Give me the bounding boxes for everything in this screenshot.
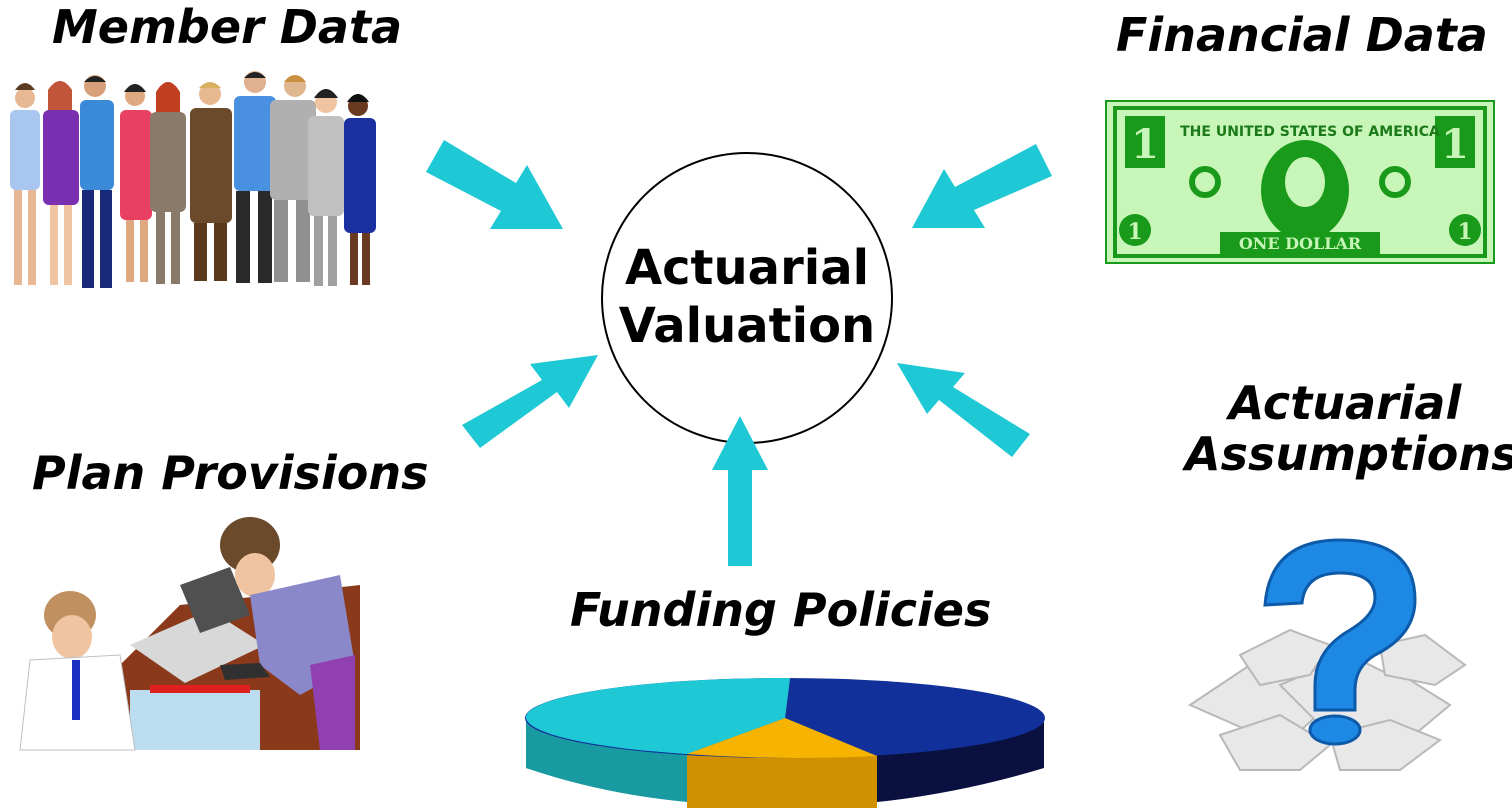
dollar-bill-icon: 1 1 1 1 THE UNITED STATES OF AMERICA ONE… — [1105, 100, 1495, 264]
center-line2: Valuation — [618, 298, 876, 354]
arrow-funding-policies — [712, 416, 768, 566]
member-data-label: Member Data — [52, 0, 402, 54]
center-line1: Actuarial — [624, 240, 870, 297]
actuarial-assumptions-label: Actuarial Assumptions — [1185, 376, 1512, 481]
people-group-icon — [10, 71, 376, 288]
arrow-plan-provisions — [462, 355, 598, 448]
question-puzzle-icon — [1187, 538, 1467, 771]
actuarial-assumptions-line2: Assumptions — [1185, 426, 1512, 481]
arrow-actuarial-assumptions — [897, 363, 1030, 457]
arrow-financial-data — [912, 144, 1052, 228]
bill-corner-tl: 1 — [1131, 121, 1159, 168]
actuarial-assumptions-line1: Actuarial — [1228, 376, 1462, 430]
office-workers-icon — [19, 517, 360, 751]
plan-provisions-label: Plan Provisions — [32, 446, 429, 500]
bill-corner-tr: 1 — [1441, 121, 1469, 168]
bill-footer: ONE DOLLAR — [1239, 234, 1362, 253]
funding-policies-label: Funding Policies — [570, 583, 992, 637]
pie-chart-icon — [525, 677, 1045, 808]
bill-corner-br: 1 — [1457, 219, 1472, 245]
arrow-member-data — [426, 140, 563, 229]
bill-corner-bl: 1 — [1127, 219, 1142, 245]
financial-data-label: Financial Data — [1116, 8, 1488, 62]
bill-header: THE UNITED STATES OF AMERICA — [1180, 124, 1440, 140]
